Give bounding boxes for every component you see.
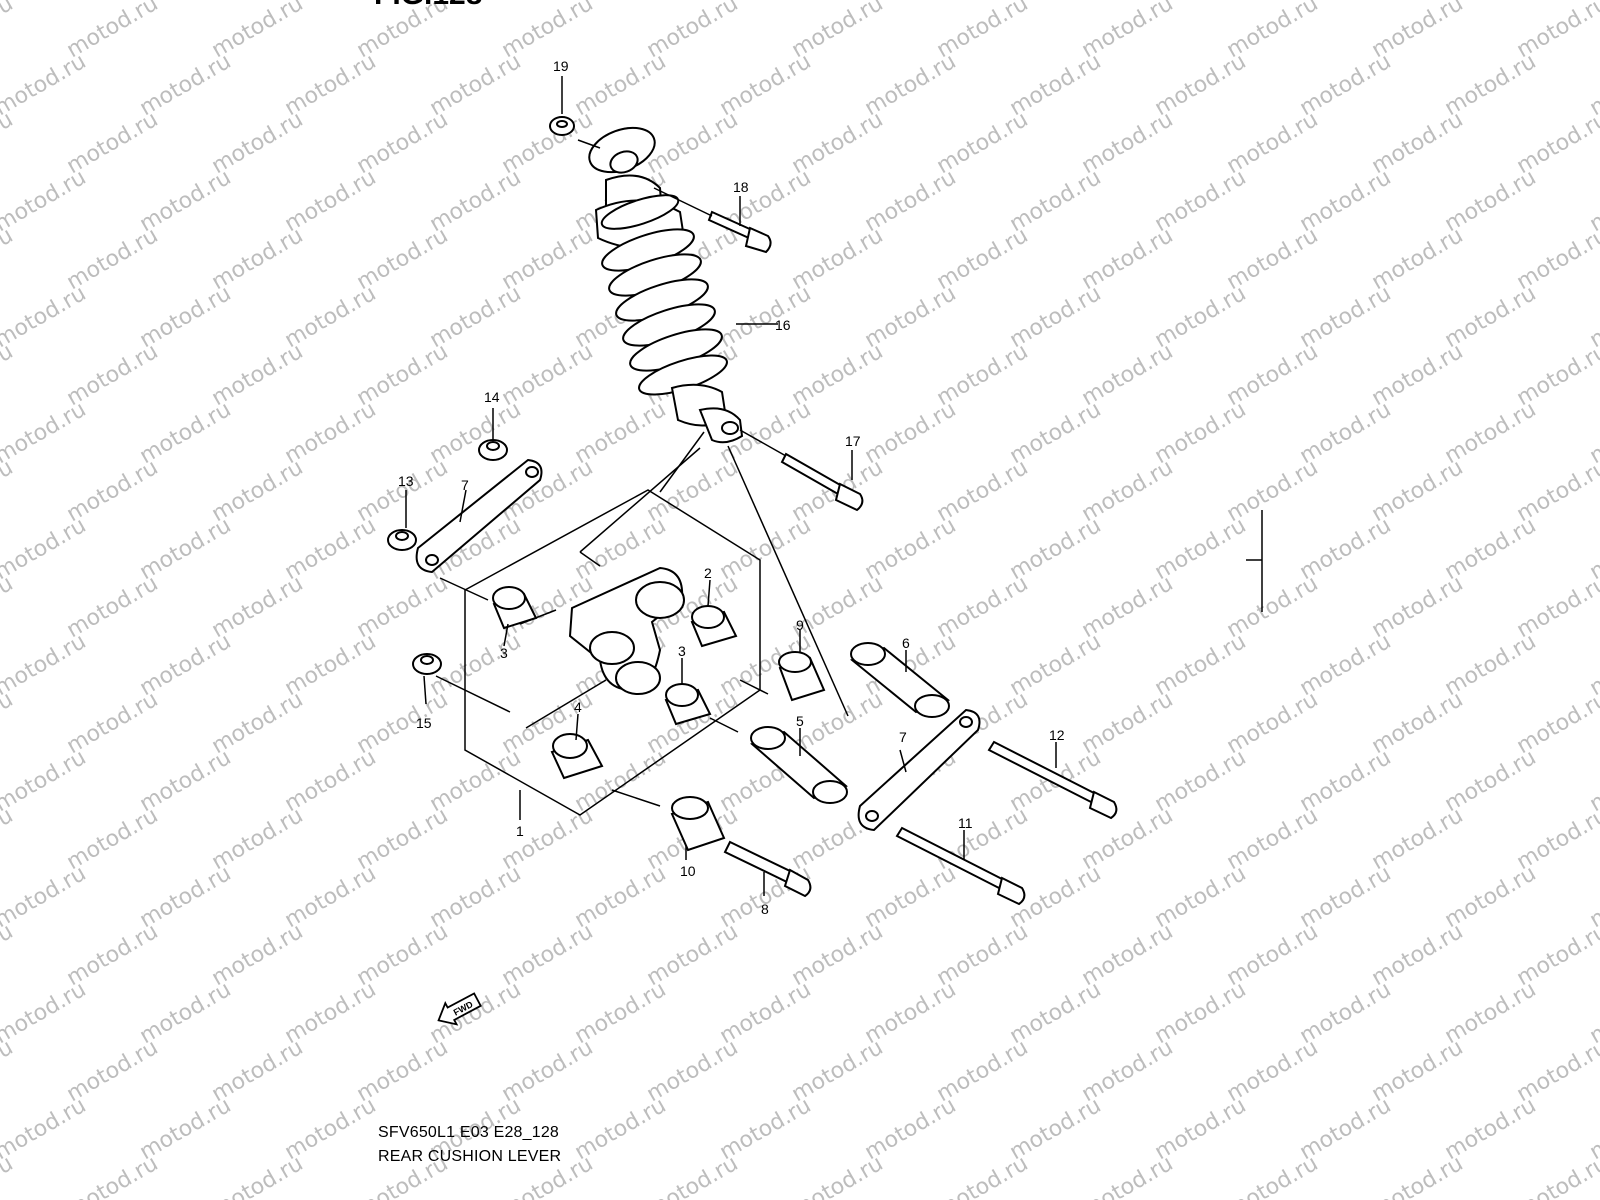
cushion-rod-7-lower[interactable]: [857, 708, 981, 832]
rear-shock-absorber[interactable]: [583, 120, 744, 444]
callout-13: 13: [398, 473, 414, 489]
spacer-5[interactable]: [750, 726, 848, 804]
callout-17: 17: [845, 433, 861, 449]
callout-3-right: 3: [678, 643, 686, 659]
spacer-10[interactable]: [670, 796, 726, 852]
bolt-8[interactable]: [723, 840, 812, 898]
callout-10: 10: [680, 863, 696, 879]
figure-code: SFV650L1 E03 E28_128: [378, 1124, 560, 1141]
bolt-11[interactable]: [895, 826, 1026, 906]
callout-7-lower: 7: [899, 729, 907, 745]
bolt-17[interactable]: [780, 452, 864, 512]
callout-1: 1: [516, 823, 524, 839]
callout-5: 5: [796, 713, 804, 729]
nut-13[interactable]: [387, 529, 417, 551]
callout-8: 8: [761, 901, 769, 917]
callout-9: 9: [796, 617, 804, 633]
fwd-arrow-icon: FWD: [437, 992, 482, 1026]
callout-15: 15: [416, 715, 432, 731]
callout-lines: [405, 76, 1057, 896]
callout-4: 4: [574, 699, 582, 715]
callout-19: 19: [553, 58, 569, 74]
callout-3-left: 3: [500, 645, 508, 661]
assembly-guide-lines: [435, 139, 1263, 807]
callout-2: 2: [704, 565, 712, 581]
nut-14[interactable]: [478, 439, 508, 461]
spacer-9[interactable]: [778, 651, 826, 702]
nut-19[interactable]: [549, 116, 575, 136]
spacer-6[interactable]: [850, 642, 950, 718]
bearing-2[interactable]: [690, 605, 738, 648]
spring-coils: [601, 228, 728, 396]
bolt-18[interactable]: [707, 210, 772, 254]
callout-7-upper: 7: [461, 477, 469, 493]
nut-15[interactable]: [412, 653, 442, 675]
cushion-rod-7-upper[interactable]: [415, 458, 543, 574]
callout-6: 6: [902, 635, 910, 651]
figure-title: FIG.128: [374, 0, 482, 12]
bearing-3-left[interactable]: [492, 586, 538, 630]
callout-14: 14: [484, 389, 500, 405]
callout-12: 12: [1049, 727, 1065, 743]
bearing-4[interactable]: [550, 733, 604, 780]
callout-18: 18: [733, 179, 749, 195]
bolt-12[interactable]: [987, 740, 1118, 820]
callout-11: 11: [958, 815, 973, 831]
figure-name: REAR CUSHION LEVER: [378, 1148, 562, 1165]
cushion-lever[interactable]: [568, 566, 685, 695]
bearing-3-right[interactable]: [664, 683, 712, 726]
callout-16: 16: [775, 317, 791, 333]
